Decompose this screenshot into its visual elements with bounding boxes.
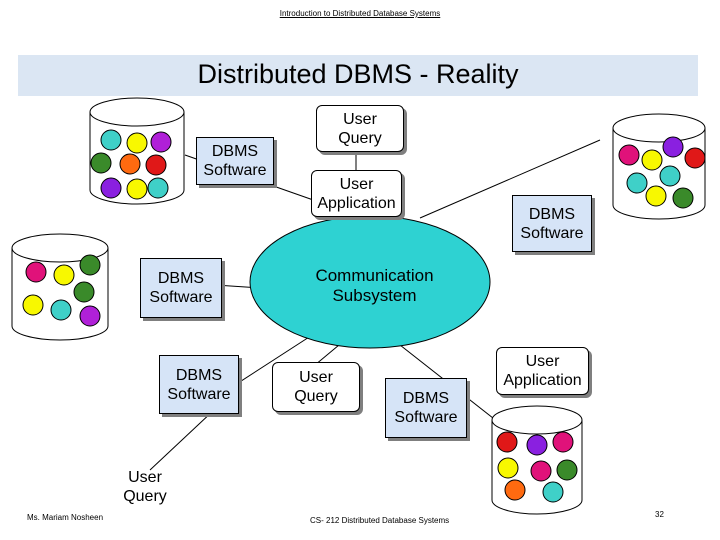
ball: [119, 153, 141, 175]
database-bottomright: [491, 405, 583, 515]
box-line: Software: [394, 409, 458, 426]
dbms-software-box-topleft: DBMS Software: [196, 137, 274, 185]
dbms-software-box-bottom: DBMS Software: [385, 378, 467, 438]
ball: [504, 479, 526, 501]
label-line: User: [128, 469, 162, 486]
ball: [22, 294, 44, 316]
box-line: Query: [338, 129, 382, 147]
ball: [90, 152, 112, 174]
user-application-box-top: User Application: [311, 170, 402, 217]
ball: [645, 185, 667, 207]
ball: [556, 459, 578, 481]
ball: [526, 434, 548, 456]
box-line: User: [343, 110, 377, 128]
box-line: Software: [520, 224, 584, 242]
ball: [542, 481, 564, 503]
ball: [659, 165, 681, 187]
ball: [618, 144, 640, 166]
ball: [79, 305, 101, 327]
ball: [53, 264, 75, 286]
dbms-software-box-left: DBMS Software: [140, 258, 222, 318]
box-line: Application: [317, 194, 396, 212]
ball: [662, 136, 684, 158]
ball: [100, 177, 122, 199]
user-application-box-right: User Application: [496, 347, 589, 395]
user-query-box-middle: User Query: [272, 362, 360, 412]
box-line: User: [525, 353, 560, 370]
footer-author: Ms. Mariam Nosheen: [27, 513, 104, 522]
user-query-label-bottom: User Query: [110, 468, 180, 506]
ball: [641, 149, 663, 171]
box-line: User: [299, 369, 333, 386]
page-number: 32: [655, 510, 664, 519]
communication-subsystem-label: Communication Subsystem: [297, 266, 452, 306]
ball: [530, 460, 552, 482]
ball: [496, 431, 518, 453]
ball: [552, 431, 574, 453]
ball: [684, 147, 706, 169]
slide-title: Distributed DBMS - Reality: [197, 59, 519, 89]
ball: [672, 187, 694, 209]
ball: [497, 457, 519, 479]
database-topleft: [89, 97, 185, 205]
ball: [100, 129, 122, 151]
database-topright: [612, 113, 706, 220]
network-line: Subsystem: [332, 286, 417, 305]
ball: [147, 177, 169, 199]
ball: [145, 154, 167, 176]
ball: [79, 254, 101, 276]
user-query-box-top: User Query: [316, 105, 404, 152]
ball: [126, 178, 148, 200]
box-line: Application: [503, 372, 582, 389]
ball: [150, 131, 172, 153]
ball: [73, 281, 95, 303]
line-to-db-topright: [419, 139, 601, 219]
network-line: Communication: [315, 266, 434, 285]
ball: [25, 261, 47, 283]
dbms-software-box-right: DBMS Software: [512, 195, 592, 252]
line-to-dbms-software-3: [234, 329, 321, 386]
course-header: Introduction to Distributed Database Sys…: [279, 9, 441, 18]
box-line: Software: [203, 162, 267, 179]
ball: [126, 132, 148, 154]
box-line: Software: [167, 385, 231, 403]
ball: [50, 299, 72, 321]
box-line: User: [339, 175, 374, 193]
footer-course: CS- 212 Distributed Database Systems: [310, 516, 450, 525]
title-bar: Distributed DBMS - Reality: [18, 55, 698, 96]
label-line: Query: [123, 488, 167, 505]
box-line: DBMS: [402, 390, 450, 407]
box-line: DBMS: [211, 143, 259, 160]
database-left: [11, 233, 109, 341]
box-line: DBMS: [175, 366, 223, 384]
box-line: DBMS: [528, 205, 576, 223]
dbms-software-box-lower-left: DBMS Software: [159, 355, 239, 414]
ball: [626, 172, 648, 194]
box-line: Software: [149, 289, 213, 306]
box-line: Query: [294, 388, 338, 405]
box-line: DBMS: [157, 270, 205, 287]
